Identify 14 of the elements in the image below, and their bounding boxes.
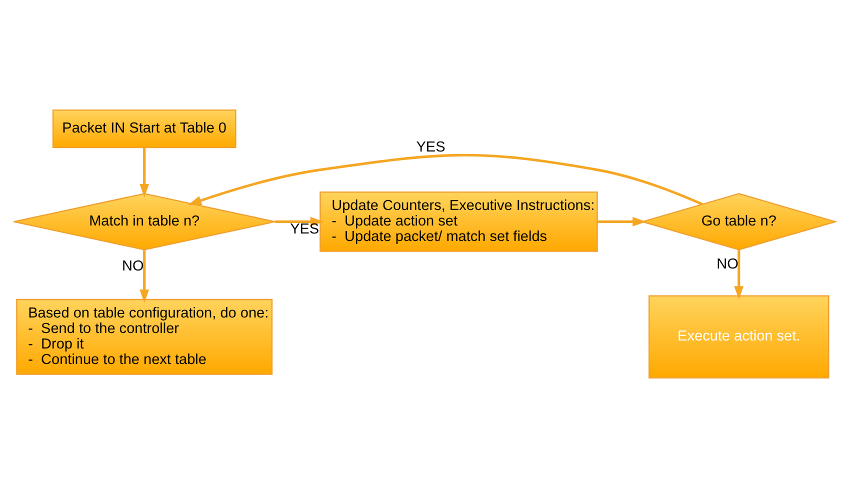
node-box: Execute action set. <box>648 294 830 378</box>
edge-label: YES <box>290 220 320 237</box>
edge-label: YES <box>416 139 446 156</box>
node-diamond: Match in table n? <box>13 192 276 250</box>
node-box: Update Counters, Executive Instructions: - Update action set - Update packet/ match set fields <box>320 191 598 252</box>
node-box: Based on table configuration, do one: - Send to the controller - Drop it - Continue to the next table <box>16 298 273 374</box>
arrow <box>275 216 324 226</box>
arrow <box>140 147 150 197</box>
arrow <box>734 249 744 300</box>
arrow <box>140 249 150 303</box>
node-box: Packet IN Start at Table 0 <box>52 109 236 148</box>
arrow <box>597 216 646 226</box>
edge-label: NO <box>122 258 144 274</box>
arrow <box>188 153 703 205</box>
